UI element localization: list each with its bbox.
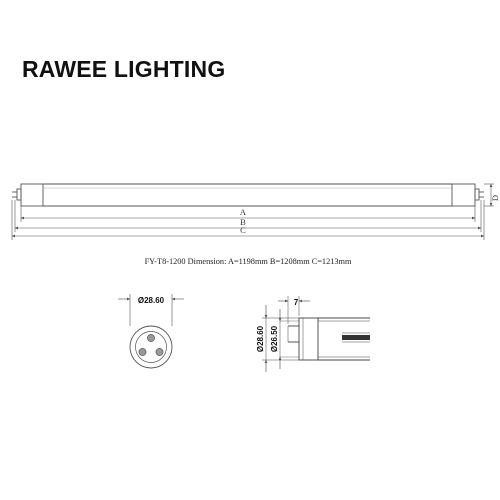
side-view: [11, 183, 494, 240]
tube-body: [43, 183, 452, 207]
end-view: [118, 294, 184, 369]
cap-detail-cap: [298, 317, 319, 361]
dim-b-label: B: [240, 217, 246, 227]
cap-detail: [262, 296, 370, 372]
end-view-pins: [138, 334, 164, 356]
extension-lines: [11, 183, 494, 240]
cap-inner-diameter-label: Ø26.50: [270, 325, 279, 352]
dim-d-label: D: [490, 195, 500, 201]
dimension-caption: FY-T8-1200 Dimension: A=1198mm B=1208mm …: [145, 257, 352, 266]
right-end-pins: [474, 188, 484, 201]
dim-c-label: C: [240, 225, 246, 235]
brand-title: RAWEE LIGHTING: [22, 56, 226, 82]
left-end-pins: [12, 188, 22, 201]
left-end-cap: [20, 183, 44, 207]
dim-a-label: A: [240, 207, 247, 217]
right-end-cap: [451, 183, 476, 207]
cap-outer-diameter-label: Ø28.60: [256, 325, 265, 352]
cap-detail-tube: [318, 317, 370, 361]
cap-detail-pins: [287, 325, 299, 343]
end-view-diameter-label: Ø28.60: [138, 296, 165, 305]
pin-length-label: 7: [294, 298, 299, 307]
